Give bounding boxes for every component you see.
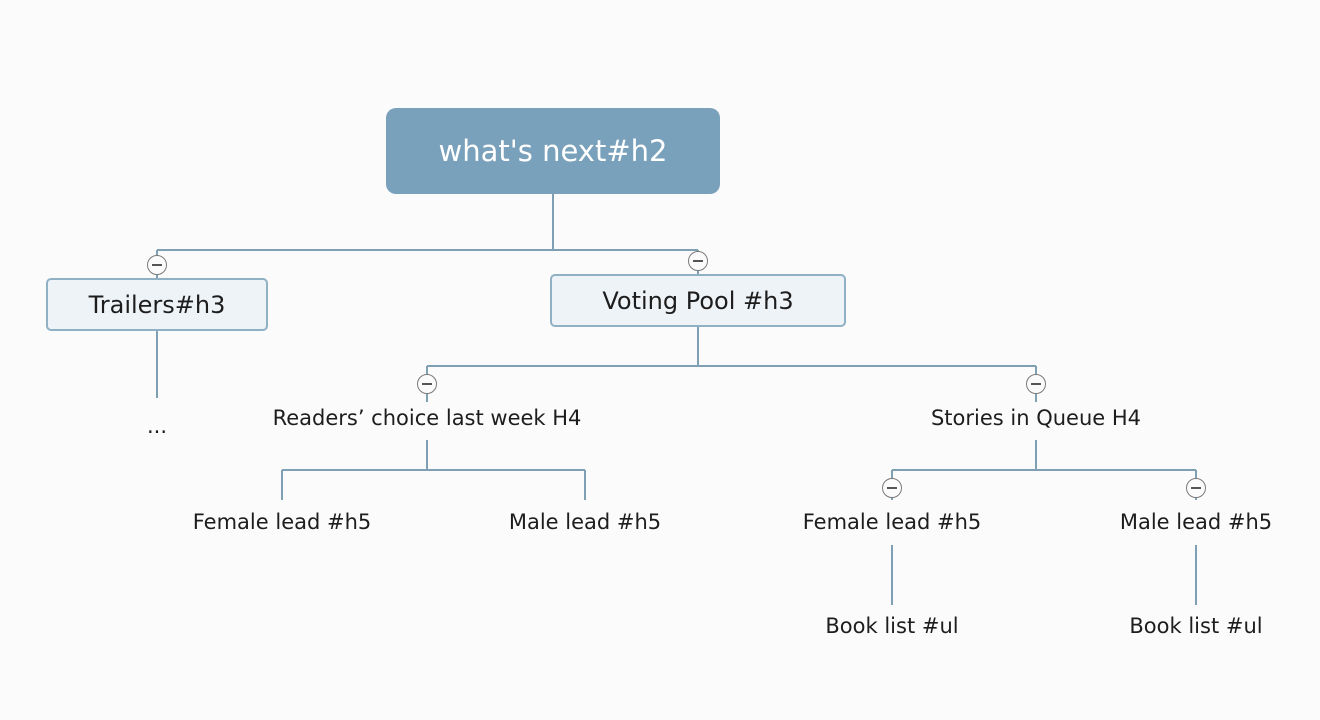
readers-choice-node[interactable]: Readers’ choice last week H4 bbox=[272, 406, 582, 430]
sq-female-book-list-node[interactable]: Book list #ul bbox=[825, 614, 959, 638]
sq-male-lead-node[interactable]: Male lead #h5 bbox=[1119, 510, 1273, 534]
sq-female-lead-node[interactable]: Female lead #h5 bbox=[802, 510, 982, 534]
connector-stories-queue bbox=[891, 440, 1197, 500]
voting-pool-node[interactable]: Voting Pool #h3 bbox=[550, 274, 846, 327]
minus-circle-icon[interactable] bbox=[147, 255, 167, 275]
minus-circle-icon[interactable] bbox=[1186, 478, 1206, 498]
trailers-node[interactable]: Trailers#h3 bbox=[46, 278, 268, 331]
minus-circle-icon[interactable] bbox=[1026, 374, 1046, 394]
sq-male-book-list-node[interactable]: Book list #ul bbox=[1129, 614, 1263, 638]
minus-circle-icon[interactable] bbox=[882, 478, 902, 498]
minus-circle-icon[interactable] bbox=[688, 251, 708, 271]
minus-circle-icon[interactable] bbox=[417, 374, 437, 394]
rc-female-lead-node[interactable]: Female lead #h5 bbox=[192, 510, 372, 534]
connector-root bbox=[156, 194, 699, 278]
stories-in-queue-node[interactable]: Stories in Queue H4 bbox=[930, 406, 1142, 430]
connector-voting-pool bbox=[426, 327, 1037, 402]
connector-readers-choice bbox=[281, 440, 586, 500]
trailers-child-ellipsis[interactable]: ... bbox=[146, 414, 168, 438]
rc-male-lead-node[interactable]: Male lead #h5 bbox=[508, 510, 662, 534]
root-node[interactable]: what's next#h2 bbox=[386, 108, 720, 194]
